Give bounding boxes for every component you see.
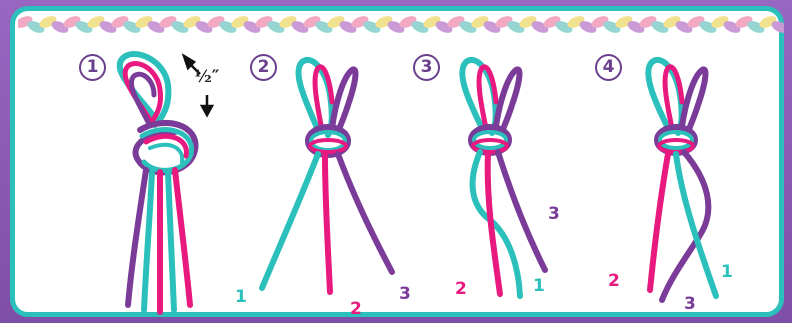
half-inch-measurement: ½″	[194, 67, 219, 87]
step-1-number: 1	[79, 54, 106, 81]
step-2-knot-illustration	[262, 60, 392, 292]
step-4-number: 4	[595, 54, 622, 81]
step-1-knot-illustration	[120, 54, 196, 312]
step-3-label-pink: 2	[455, 279, 467, 299]
step-4-label-pink: 2	[608, 271, 620, 291]
step-3-label-teal: 1	[533, 276, 545, 296]
step-2-label-pink: 2	[350, 299, 362, 319]
step-4-label-purple: 3	[684, 294, 696, 314]
step-2-label-purple: 3	[399, 284, 411, 304]
step-3-knot-illustration	[462, 60, 545, 296]
step-3-label-purple: 3	[548, 204, 560, 224]
step-2-label-teal: 1	[235, 287, 247, 307]
step-4-label-teal: 1	[721, 262, 733, 282]
step-2-number: 2	[250, 54, 277, 81]
step-3-number: 3	[413, 54, 440, 81]
step-4-knot-illustration	[648, 60, 716, 300]
